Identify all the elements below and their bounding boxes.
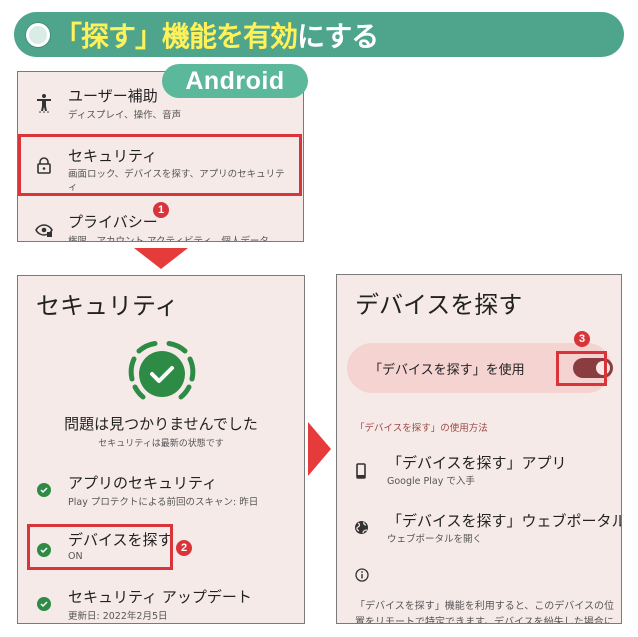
bullet-circle-icon [26,22,50,47]
step-badge-2: 2 [176,540,192,556]
check-circle-icon [34,540,54,560]
settings-item-subtitle: 画面ロック、デバイスを探す、アプリのセキュリテ [68,169,285,180]
highlight-security-item [18,134,302,196]
check-circle-icon [34,594,54,614]
settings-item-subtitle: ディスプレイ、操作、音声 [68,110,182,121]
find-device-item-subtitle: ウェブポータルを開く [387,534,483,545]
security-item-app-security[interactable]: アプリのセキュリティ Play プロテクトによる前回のスキャン: 昨日 [18,466,304,516]
security-item-subtitle: 更新日: 2022年2月5日 [68,611,168,622]
security-item-title: アプリのセキュリティ [68,474,218,492]
lock-icon [34,155,54,175]
security-screen: セキュリティ 問題は見つかりませんでした セキュリティは最新の状態です アプリの… [17,275,305,624]
find-device-app-item[interactable]: 「デバイスを探す」アプリ Google Play で入手 [337,449,621,494]
security-item-updates[interactable]: セキュリティ アップデート 更新日: 2022年2月5日 [18,586,304,623]
status-subtitle: セキュリティは最新の状態です [98,439,224,449]
highlight-toggle [556,351,607,386]
find-device-item-title: 「デバイスを探す」ウェブポータル [387,512,622,530]
settings-item-privacy[interactable]: プライバシー 権限、アカウント アクティビティ、個人データ [18,198,303,242]
arrow-down-icon [134,248,188,269]
find-device-screen: デバイスを探す 「デバイスを探す」を使用 「デバイスを探す」の使用方法 「デバイ… [336,274,622,624]
title-highlight: 「探す」機能を有効 [54,19,298,53]
check-circle-icon [34,480,54,500]
section-label: 「デバイスを探す」の使用方法 [355,423,488,434]
platform-badge: Android [162,64,308,98]
info-icon [355,567,369,586]
settings-item-subtitle-wrap: ィ [68,182,78,193]
settings-item-title: プライバシー [68,213,158,231]
find-device-web-item[interactable]: 「デバイスを探す」ウェブポータル ウェブポータルを開く [337,506,621,551]
settings-item-subtitle: 権限、アカウント アクティビティ、個人データ [68,236,269,242]
security-item-title: セキュリティ アップデート [68,588,252,606]
settings-item-title: セキュリティ [68,147,158,165]
page-title: デバイスを探す [355,291,523,319]
privacy-eye-icon [34,221,54,241]
find-device-item-title: 「デバイスを探す」アプリ [387,454,567,472]
description-line-1: 「デバイスを探す」機能を利用すると、このデバイスの位 [355,601,614,612]
security-item-find-device[interactable]: デバイスを探す ON [18,526,304,571]
settings-item-security[interactable]: セキュリティ 画面ロック、デバイスを探す、アプリのセキュリテ ィ [18,135,303,197]
page-title: セキュリティ [36,292,179,320]
arrow-right-icon [308,422,331,476]
settings-item-title: ユーザー補助 [68,87,158,105]
security-item-title: デバイスを探す [68,531,173,549]
title-rest: にする [297,19,379,53]
security-status-icon [127,339,197,413]
accessibility-icon [34,93,54,113]
settings-item-accessibility[interactable]: ユーザー補助 ディスプレイ、操作、音声 [18,72,303,134]
description-line-2: 置をリモートで特定できます。デバイスを紛失した場合に [355,617,614,624]
title-banner: 「探す」機能を有効 にする [14,12,624,57]
toggle-label: 「デバイスを探す」を使用 [369,363,525,378]
phone-icon [351,461,371,481]
find-device-item-subtitle: Google Play で入手 [387,476,475,487]
security-item-subtitle: Play プロテクトによる前回のスキャン: 昨日 [68,497,259,508]
highlight-find-device-item [27,524,173,570]
step-badge-1: 1 [153,202,169,218]
globe-icon [351,517,371,537]
security-item-subtitle: ON [68,551,83,562]
step-badge-3: 3 [574,331,590,347]
status-title: 問題は見つかりませんでした [64,415,258,433]
